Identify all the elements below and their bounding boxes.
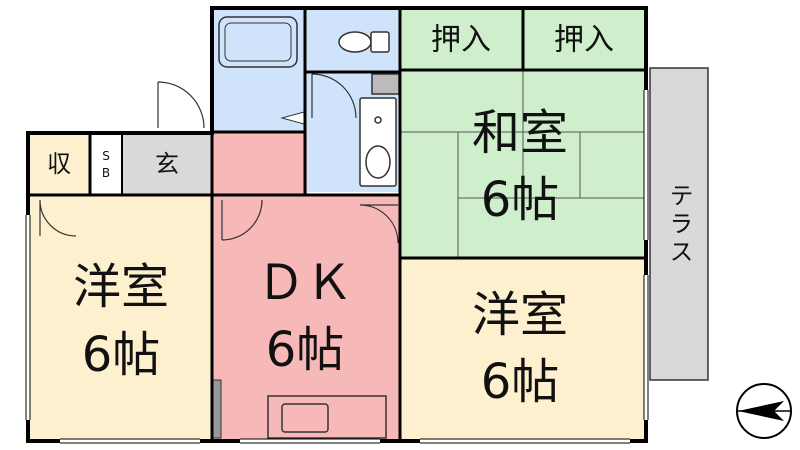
sb-label-bottom: B [102,166,110,180]
shu-floor [28,135,90,195]
oshiire-2-floor [522,10,645,70]
yoshitsu-left-name: 洋室 [73,259,169,315]
tatami-grid [400,70,645,258]
dk-floor [212,195,400,440]
washbasin [359,97,397,187]
sb-floor [90,135,122,195]
yoshitsu-right-floor [400,258,645,440]
genkan-floor [122,135,212,195]
oshiire-2-label: 押入 [554,23,614,58]
oshiire-1-label: 押入 [431,23,491,58]
kitchen-counter [267,395,387,439]
terrace-label: テラス [665,183,693,267]
window-marks [26,90,648,443]
washitsu-size: 6帖 [481,172,560,228]
oshiire-1-floor [400,10,522,70]
sb-label-top: S [102,149,110,163]
shu-label: 収 [47,150,71,178]
washitsu-name: 和室 [472,105,568,161]
hallway-floor [212,132,307,195]
yoshitsu-left-floor [28,195,212,440]
yoshitsu-right-name: 洋室 [472,287,568,343]
door-swings [39,73,399,244]
genkan-label: 玄 [155,150,179,178]
toilet [338,31,390,53]
yoshitsu-left-size: 6帖 [82,327,161,383]
terrace-floor [650,68,708,380]
walls [26,6,648,443]
compass-icon [736,383,792,439]
terrace-outline [649,67,709,381]
dk-size: 6帖 [266,322,345,378]
bathtub [218,16,298,68]
dk-name: ＤＫ [257,255,353,311]
washing-machine-pan [371,73,400,95]
yoshitsu-right-size: 6帖 [481,354,560,410]
